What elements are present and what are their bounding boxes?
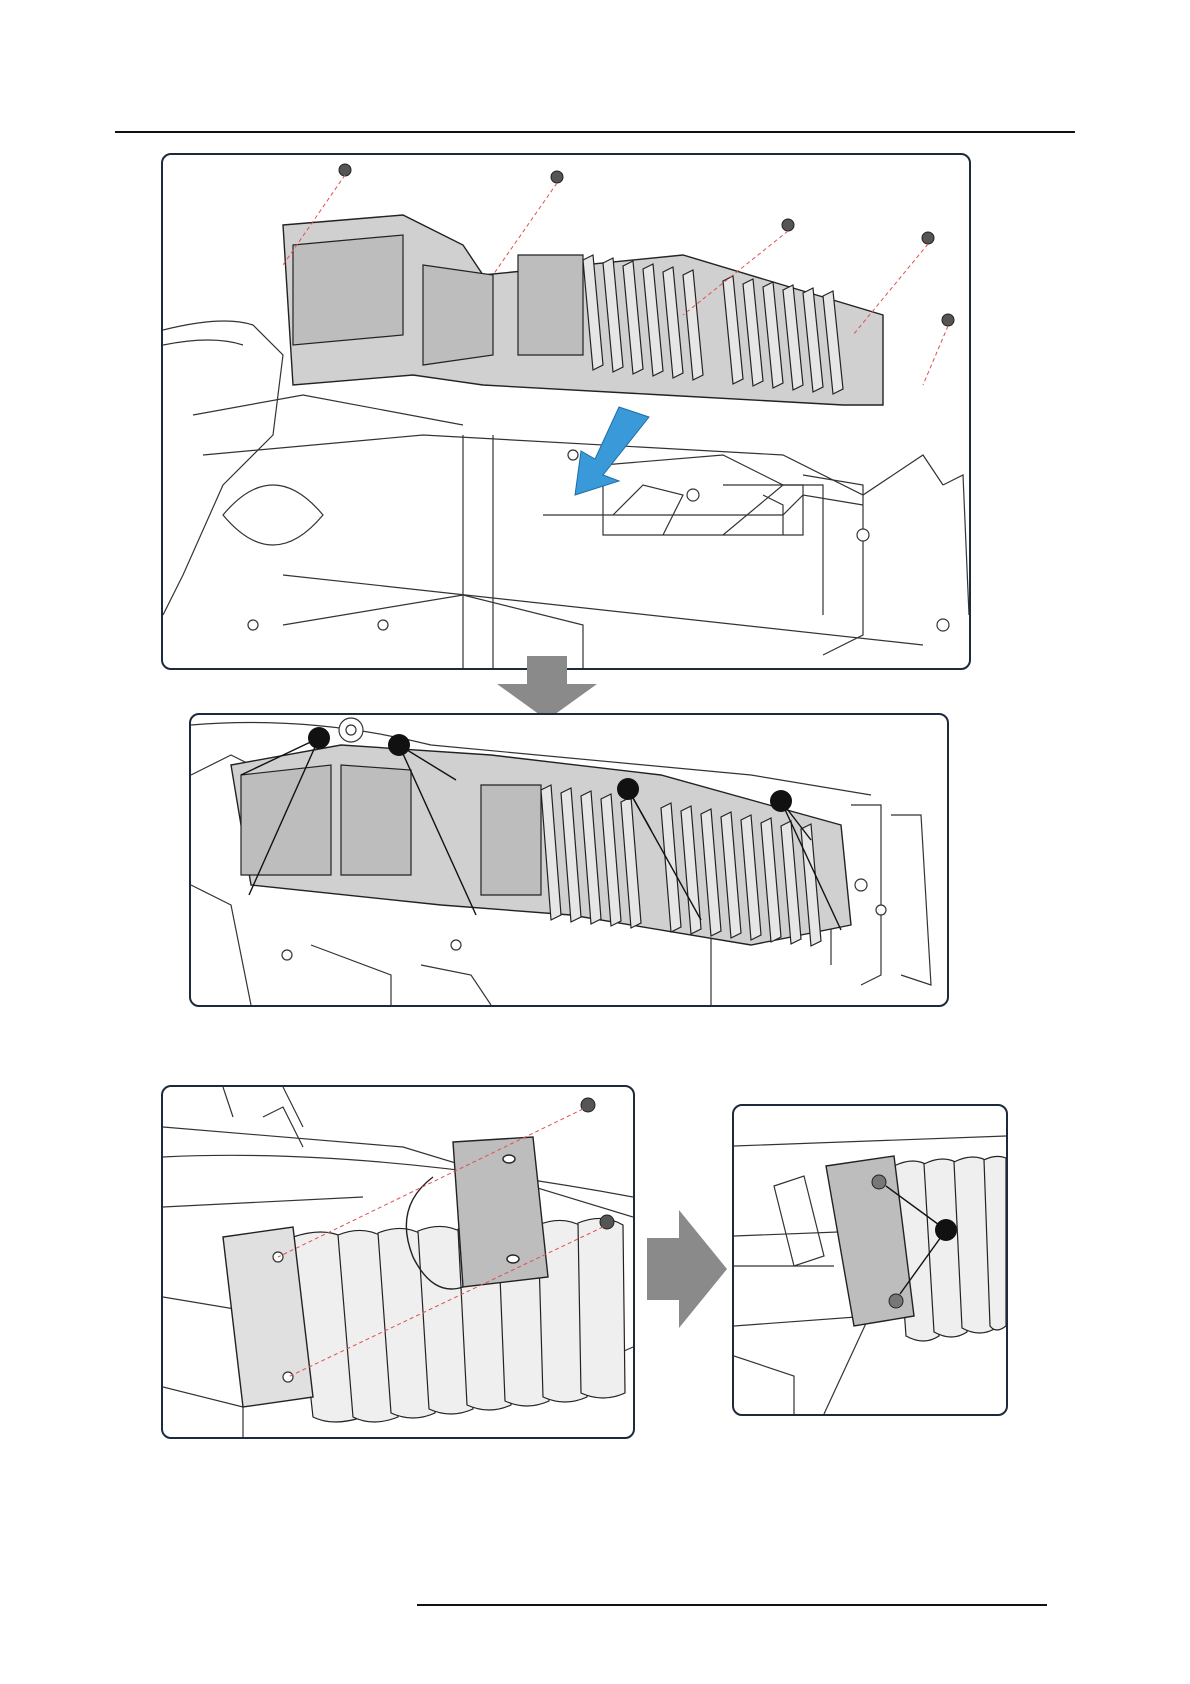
figure-4-drawing <box>734 1106 1006 1414</box>
figure-2-drawing <box>191 715 947 1005</box>
insert-direction-arrow <box>575 407 649 495</box>
step-arrow-down <box>497 656 597 720</box>
callout-marker <box>388 734 410 756</box>
callout-marker <box>770 790 792 812</box>
figure-2-panel <box>189 713 949 1007</box>
figure-1-drawing <box>163 155 969 668</box>
header-rule <box>115 131 1075 133</box>
figure-4-panel <box>732 1104 1008 1416</box>
figure-3-panel <box>161 1085 635 1439</box>
callout-marker <box>308 727 330 749</box>
callout-marker <box>617 778 639 800</box>
step-arrow-right <box>647 1210 727 1328</box>
callout-marker <box>935 1219 957 1241</box>
figure-1-panel <box>161 153 971 670</box>
footer-rule <box>417 1604 1047 1606</box>
figure-3-drawing <box>163 1087 633 1437</box>
